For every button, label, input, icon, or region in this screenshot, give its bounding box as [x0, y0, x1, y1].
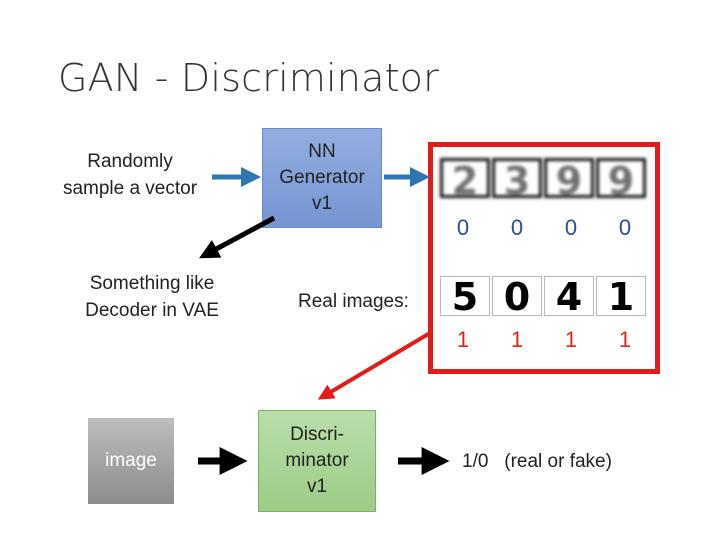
decoder-line2: Decoder in VAE [85, 300, 219, 321]
real-score: 1 [564, 327, 578, 352]
generator-line1: NN [308, 141, 336, 162]
fake-score: 0 [456, 215, 470, 240]
generated-digit: 3 [492, 158, 542, 201]
decoder-line1: Something like [89, 273, 215, 294]
decoder-label: Something like Decoder in VAE [62, 270, 242, 324]
fake-score: 0 [564, 215, 578, 240]
random-sample-label: Randomly sample a vector [40, 148, 220, 202]
real-digit: 0 [492, 276, 542, 317]
generated-digit: 9 [596, 158, 646, 201]
discriminator-box: Discri- minator v1 [258, 410, 376, 512]
slide-title: GAN - Discriminator [58, 56, 439, 100]
real-score: 1 [456, 327, 470, 352]
random-sample-line1: Randomly [87, 151, 173, 172]
generator-line3: v1 [311, 193, 333, 214]
samples-to-discriminator-arrow [317, 331, 432, 400]
random-sample-line2: sample a vector [62, 178, 198, 199]
discriminator-line1: Discri- [290, 424, 344, 445]
real-score: 1 [510, 327, 524, 352]
real-digit: 4 [544, 276, 594, 317]
discriminator-line3: v1 [306, 476, 328, 497]
generated-digit: 2 [440, 158, 490, 201]
real-score: 1 [618, 327, 632, 352]
generator-box: NN Generator v1 [262, 128, 382, 228]
discriminator-line2: minator [285, 450, 349, 471]
fake-score: 0 [510, 215, 524, 240]
generated-digit: 9 [544, 158, 594, 201]
fake-score: 0 [618, 215, 632, 240]
output-label: 1/0 (real or fake) [462, 451, 612, 472]
real-digit: 1 [596, 276, 646, 317]
real-images-label: Real images: [298, 291, 409, 312]
input-image-box: image [88, 418, 174, 504]
real-digit: 5 [440, 276, 490, 317]
generator-line2: Generator [279, 167, 365, 188]
generator-to-decoder-arrow [199, 215, 276, 259]
samples-frame [428, 142, 660, 374]
